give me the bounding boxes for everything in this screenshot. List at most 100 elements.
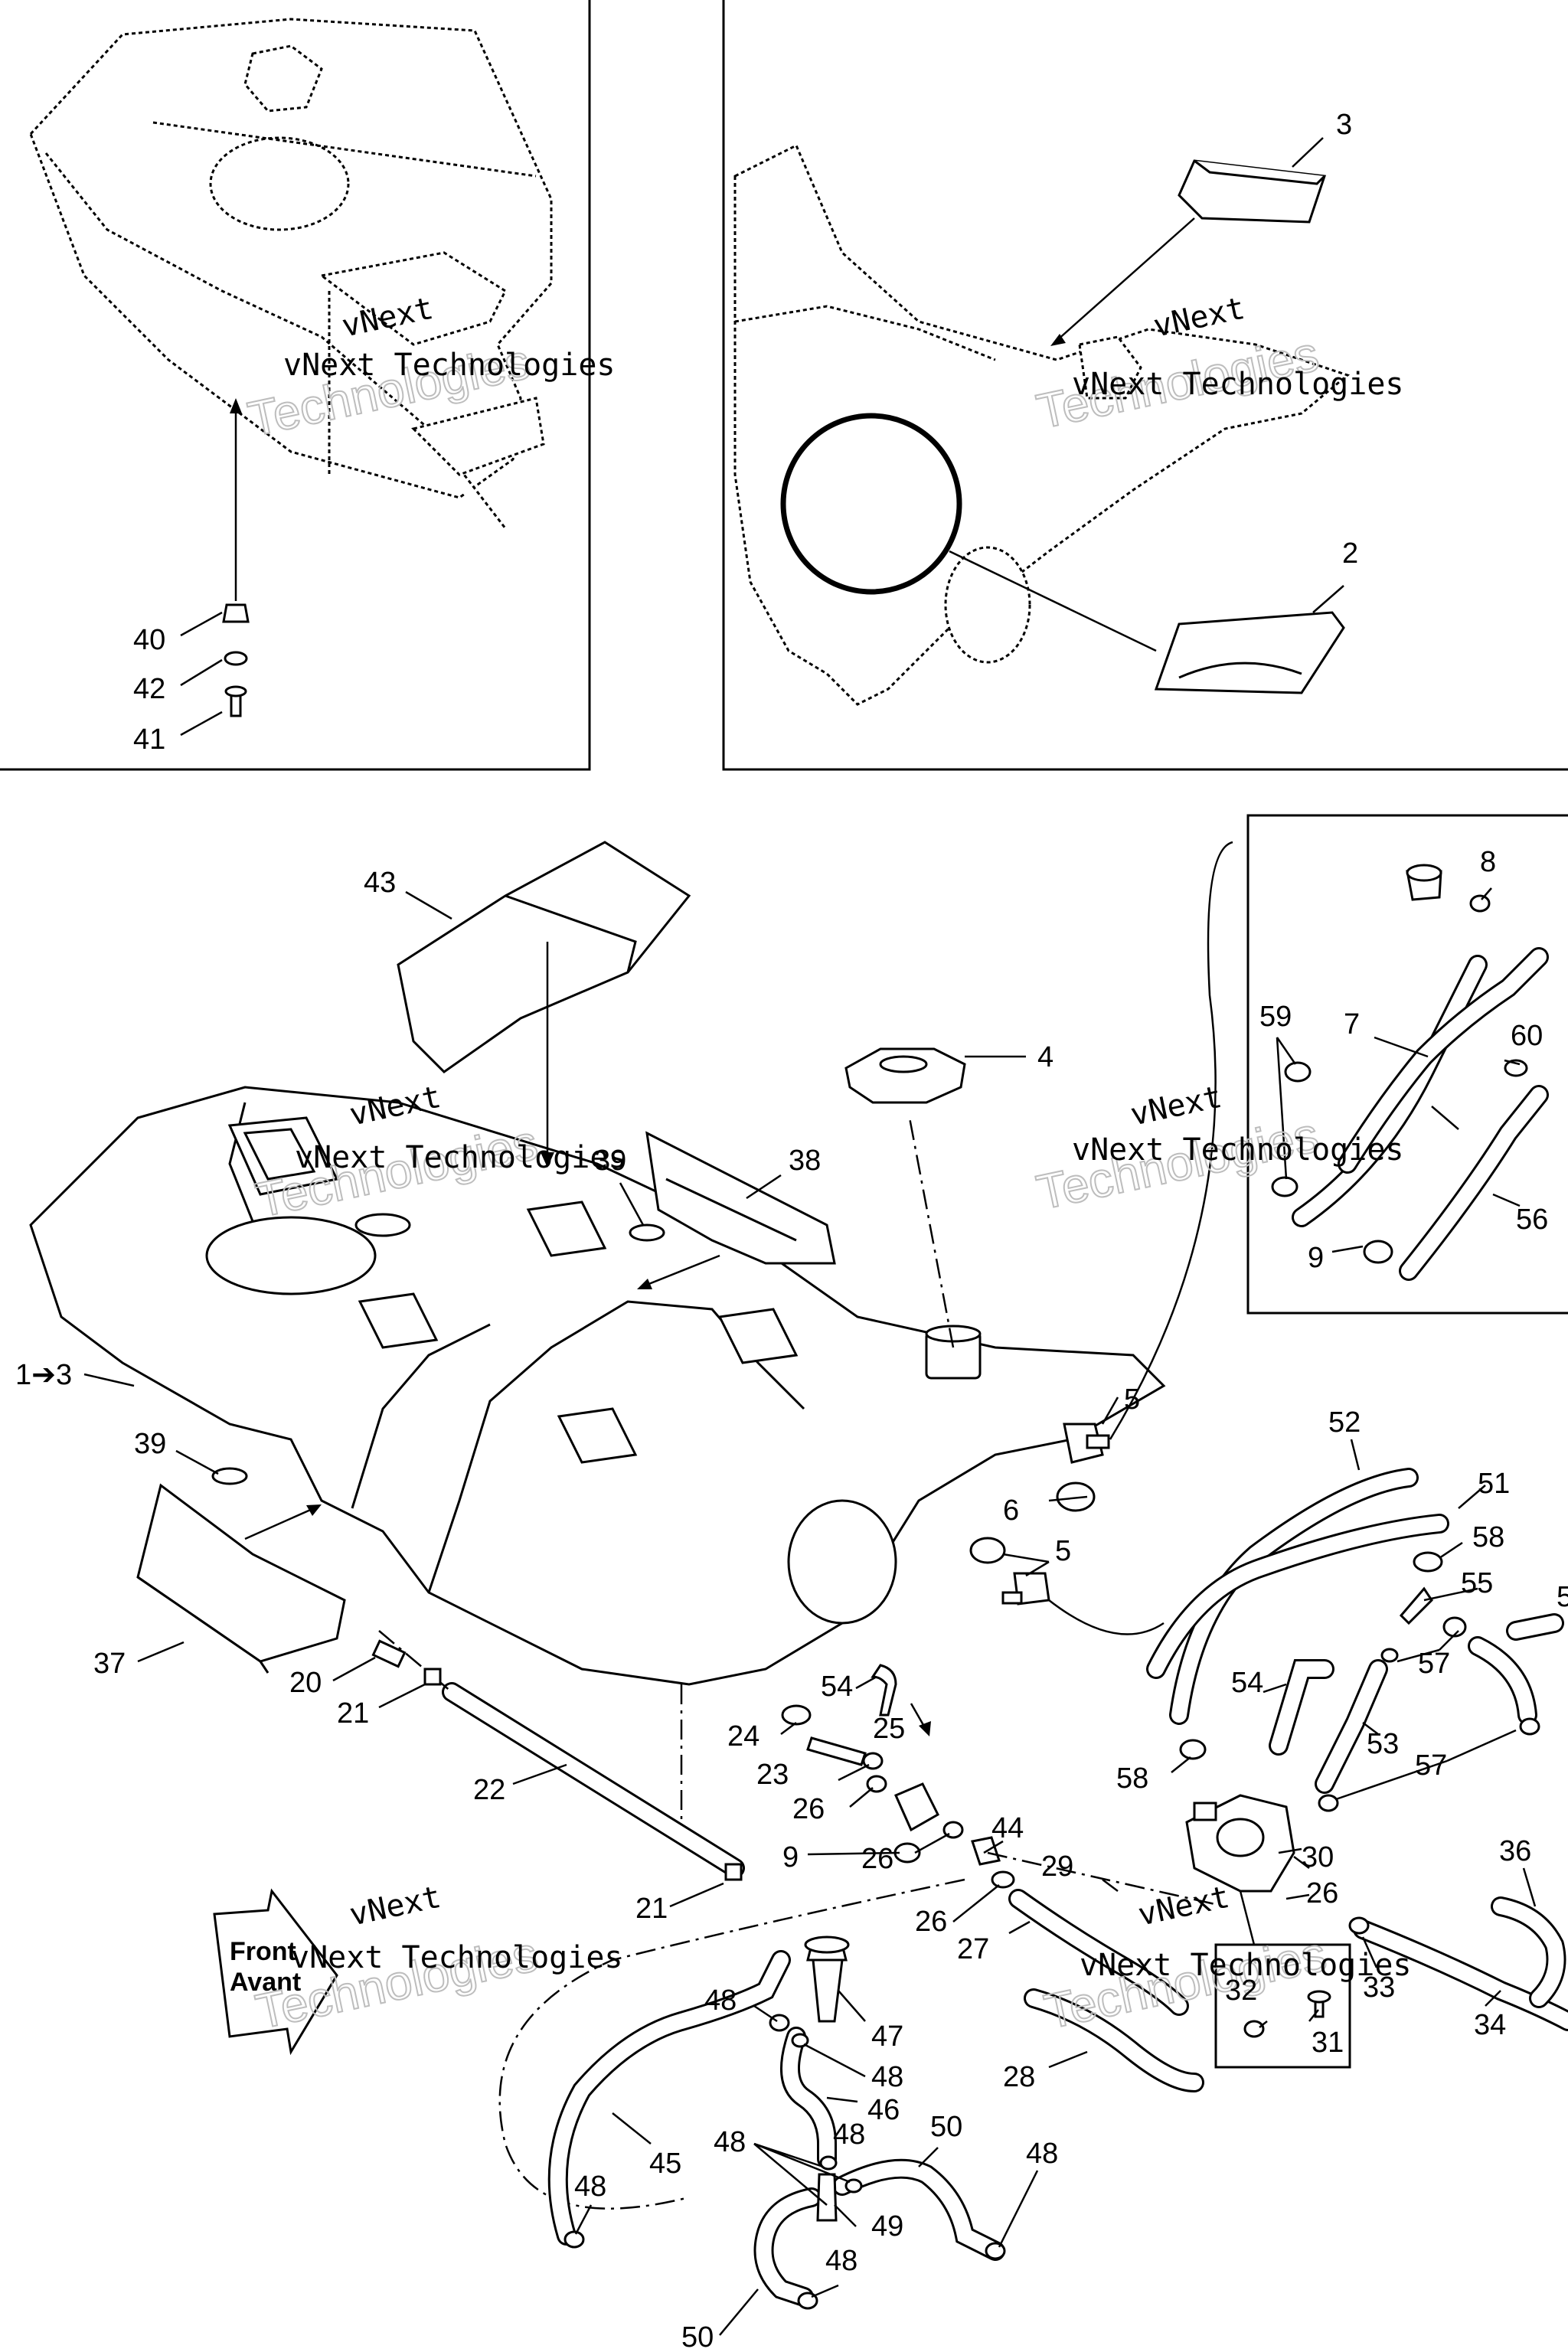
callout-leaders [83, 137, 1537, 2336]
callout-label: 9 [1308, 1242, 1324, 1274]
callout-label: 44 [991, 1812, 1024, 1844]
vent-line-upper [1109, 841, 1233, 1440]
callout-label: 58 [1116, 1762, 1148, 1795]
callout-label: 46 [867, 2094, 900, 2126]
hose-27 [1008, 1889, 1189, 2016]
callout-label: 49 [871, 2210, 903, 2243]
callout-label: 38 [789, 1145, 821, 1177]
cover-part-2 [1154, 611, 1345, 694]
watermark-bot-3: vNext [1135, 1880, 1233, 1933]
callout-labels: 3 2 40 42 41 43 4 39 38 1➔3 39 37 20 21 … [15, 109, 1568, 2352]
callout-label: 45 [649, 2148, 681, 2180]
callout-label: 27 [957, 1933, 989, 1965]
watermark-mid-4: vNext Technologies [1072, 1132, 1403, 1168]
fuel-tank [29, 1086, 1166, 1686]
callout-label: 56 [1516, 1204, 1548, 1236]
callout-label: 51 [1478, 1468, 1510, 1500]
callout-label: 7 [1344, 1008, 1360, 1040]
callout-label: 8 [1480, 846, 1496, 878]
callout-label: 58 [1472, 1521, 1504, 1553]
callout-label: 23 [756, 1759, 789, 1791]
callout-label: 54 [1231, 1667, 1263, 1699]
callout-label: 48 [1026, 2138, 1058, 2170]
callout-label: 25 [873, 1713, 905, 1745]
front-label: Front [230, 1937, 296, 1966]
inset-top-right [722, 0, 1568, 771]
seat-cover-dotted [29, 18, 553, 529]
callout-label: 47 [871, 2020, 903, 2053]
hose-28 [1024, 1988, 1204, 2092]
callout-label: 36 [1499, 1835, 1531, 1867]
callout-label: 48 [574, 2171, 606, 2203]
inset-screw-detail [1214, 1943, 1351, 2069]
callout-label: 39 [134, 1428, 166, 1460]
vent-line-lower [1048, 1599, 1165, 1635]
callout-label: 40 [133, 624, 165, 656]
callout-label: 5 [1557, 1581, 1568, 1613]
callout-label: 4 [1037, 1041, 1054, 1073]
callout-label: 50 [930, 2111, 962, 2143]
frame-dotted [733, 143, 1351, 706]
vent-assembly [547, 1936, 1006, 2310]
panel-37 [136, 1483, 346, 1674]
callout-label: 31 [1312, 2027, 1344, 2059]
callout-label: 41 [133, 724, 165, 756]
callout-label: 21 [337, 1697, 369, 1730]
inset-top-left [0, 0, 591, 771]
callout-label: 43 [364, 867, 396, 899]
callout-label: 48 [871, 2061, 903, 2093]
callout-label: 9 [782, 1841, 799, 1873]
callout-label: 48 [714, 2126, 746, 2158]
callout-label: 22 [473, 1774, 505, 1806]
inset-hoses [1271, 864, 1549, 1281]
callout-label: 33 [1363, 1971, 1395, 2004]
callout-label: 32 [1225, 1975, 1257, 2007]
hose-54-right [1269, 1659, 1334, 1756]
cover-part-3 [1050, 159, 1327, 346]
callout-label: 55 [1461, 1567, 1493, 1599]
screw-31-32 [1239, 1890, 1331, 2038]
callout-label: 57 [1415, 1749, 1447, 1782]
callout-label: 37 [93, 1648, 126, 1680]
bolt-stack [222, 398, 250, 717]
small-fittings [1179, 1551, 1540, 1812]
callout-label: 20 [289, 1667, 322, 1699]
callout-label: 39 [594, 1145, 626, 1177]
callout-label: 48 [825, 2245, 858, 2277]
hose-53 [1315, 1659, 1388, 1794]
callout-label: 52 [1328, 1406, 1361, 1439]
callout-label: 30 [1302, 1841, 1334, 1873]
panel-38 [637, 1131, 836, 1289]
inset-right-middle [1246, 814, 1568, 1315]
callout-label: 2 [1342, 537, 1358, 570]
callout-label: 1➔3 [15, 1359, 72, 1391]
watermark-top-4: vNext Technologies [1072, 367, 1403, 402]
callout-label: 59 [1259, 1001, 1292, 1033]
grommets-6 [969, 1481, 1096, 1564]
watermark-bot-2: vNext Technologies [291, 1940, 622, 1975]
valve-upper-5 [1063, 1423, 1110, 1464]
hose-34 [1348, 1896, 1568, 2031]
avant-label: Avant [230, 1968, 301, 1997]
valve-lower-5 [1001, 1572, 1050, 1606]
callout-label: 42 [133, 673, 165, 705]
callout-label: 60 [1511, 1020, 1543, 1052]
fuel-pump-30 [1185, 1794, 1310, 1893]
callout-label: 34 [1474, 2009, 1506, 2041]
callout-label: 5 [1055, 1535, 1071, 1567]
callout-label: 26 [1306, 1877, 1338, 1909]
callout-label: 21 [635, 1893, 668, 1925]
callout-label: 54 [821, 1671, 853, 1703]
callout-label: 6 [1003, 1494, 1019, 1527]
callout-label: 48 [704, 1984, 737, 2017]
watermark-mid-2: vNext Technologies [295, 1140, 626, 1175]
callout-label: 5 [1124, 1383, 1140, 1416]
watermark-bot-1: vNext [347, 1880, 444, 1933]
hose-51 [1146, 1514, 1449, 1679]
callout-label: 48 [833, 2118, 865, 2151]
fuel-cap-4 [844, 1047, 966, 1104]
callout-label: 50 [681, 2321, 714, 2352]
callout-label: 24 [727, 1720, 760, 1753]
hose-right-edge [1468, 1613, 1564, 1725]
callout-label: 26 [861, 1843, 893, 1875]
